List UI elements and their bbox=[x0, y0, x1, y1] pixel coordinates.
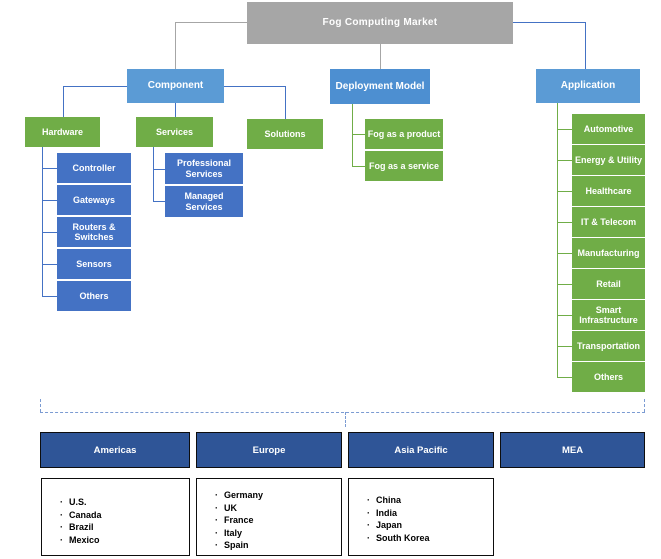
application-node: Application bbox=[536, 69, 640, 103]
connector-application-child bbox=[557, 284, 572, 285]
connector-application-children bbox=[557, 103, 558, 377]
connector-services-children bbox=[153, 147, 154, 202]
connector-hardware-children bbox=[42, 147, 43, 297]
dashed-bracket-right bbox=[644, 399, 645, 412]
connector-application-child bbox=[557, 191, 572, 192]
connector-component-to-hardware bbox=[63, 86, 127, 87]
country-item: China bbox=[367, 494, 493, 507]
hardware-node: Hardware bbox=[25, 117, 100, 147]
application-child-others: Others bbox=[572, 362, 645, 392]
country-item: India bbox=[367, 507, 493, 520]
deployment-child-fog-service: Fog as a service bbox=[365, 151, 443, 181]
hardware-child-others: Others bbox=[57, 281, 131, 311]
dashed-bracket bbox=[40, 412, 645, 413]
solutions-node: Solutions bbox=[247, 119, 323, 149]
region-mea: MEA bbox=[500, 432, 645, 468]
dashed-bracket-center bbox=[345, 412, 346, 427]
connector-hardware-child bbox=[42, 200, 57, 201]
connector-hardware-child bbox=[42, 168, 57, 169]
connector-application-child bbox=[557, 315, 572, 316]
connector-root-to-application bbox=[513, 22, 586, 23]
connector-component-to-solutions bbox=[285, 86, 286, 119]
connector-hardware-child bbox=[42, 264, 57, 265]
connector-deployment-child bbox=[352, 134, 365, 135]
services-child-professional: Professional Services bbox=[165, 153, 243, 184]
hardware-child-routers-switches: Routers & Switches bbox=[57, 217, 131, 247]
country-item: UK bbox=[215, 502, 341, 515]
connector-services-child bbox=[153, 169, 165, 170]
connector-application-child bbox=[557, 160, 572, 161]
connector-deployment-children bbox=[352, 104, 353, 166]
asia-pacific-country-list: China India Japan South Korea bbox=[348, 478, 494, 556]
application-child-manufacturing: Manufacturing bbox=[572, 238, 645, 268]
region-europe: Europe bbox=[196, 432, 342, 468]
application-child-automotive: Automotive bbox=[572, 114, 645, 144]
component-node: Component bbox=[127, 69, 224, 103]
connector-application-child bbox=[557, 377, 572, 378]
hardware-child-sensors: Sensors bbox=[57, 249, 131, 279]
europe-country-list: Germany UK France Italy Spain bbox=[196, 478, 342, 556]
hardware-child-controller: Controller bbox=[57, 153, 131, 183]
deployment-child-fog-product: Fog as a product bbox=[365, 119, 443, 149]
country-item: Italy bbox=[215, 527, 341, 540]
region-americas: Americas bbox=[40, 432, 190, 468]
application-child-retail: Retail bbox=[572, 269, 645, 299]
connector-root-to-component bbox=[175, 22, 247, 23]
country-item: France bbox=[215, 514, 341, 527]
application-child-it-telecom: IT & Telecom bbox=[572, 207, 645, 237]
country-item: U.S. bbox=[60, 496, 189, 509]
dashed-bracket-left bbox=[40, 399, 41, 412]
connector-component-to-services bbox=[175, 103, 176, 117]
country-item: Canada bbox=[60, 509, 189, 522]
services-child-managed: Managed Services bbox=[165, 186, 243, 217]
application-child-smart-infrastructure: Smart Infrastructure bbox=[572, 300, 645, 330]
connector-hardware-child bbox=[42, 232, 57, 233]
services-node: Services bbox=[136, 117, 213, 147]
connector-component-to-solutions bbox=[224, 86, 285, 87]
application-child-transportation: Transportation bbox=[572, 331, 645, 361]
country-item: Spain bbox=[215, 539, 341, 552]
application-child-healthcare: Healthcare bbox=[572, 176, 645, 206]
connector-root-to-component bbox=[175, 22, 176, 69]
connector-root-to-application bbox=[585, 22, 586, 69]
connector-application-child bbox=[557, 346, 572, 347]
connector-hardware-child bbox=[42, 296, 57, 297]
country-item: South Korea bbox=[367, 532, 493, 545]
application-child-energy-utility: Energy & Utility bbox=[572, 145, 645, 175]
connector-application-child bbox=[557, 253, 572, 254]
region-asia-pacific: Asia Pacific bbox=[348, 432, 494, 468]
root-node: Fog Computing Market bbox=[247, 2, 513, 44]
country-item: Germany bbox=[215, 489, 341, 502]
connector-deployment-child bbox=[352, 166, 365, 167]
connector-root-to-deployment bbox=[380, 44, 381, 69]
country-item: Mexico bbox=[60, 534, 189, 547]
connector-application-child bbox=[557, 129, 572, 130]
connector-component-to-hardware bbox=[63, 86, 64, 117]
connector-services-child bbox=[153, 201, 165, 202]
country-item: Brazil bbox=[60, 521, 189, 534]
americas-country-list: U.S. Canada Brazil Mexico bbox=[41, 478, 190, 556]
country-item: Japan bbox=[367, 519, 493, 532]
connector-application-child bbox=[557, 222, 572, 223]
hardware-child-gateways: Gateways bbox=[57, 185, 131, 215]
deployment-model-node: Deployment Model bbox=[330, 69, 430, 104]
